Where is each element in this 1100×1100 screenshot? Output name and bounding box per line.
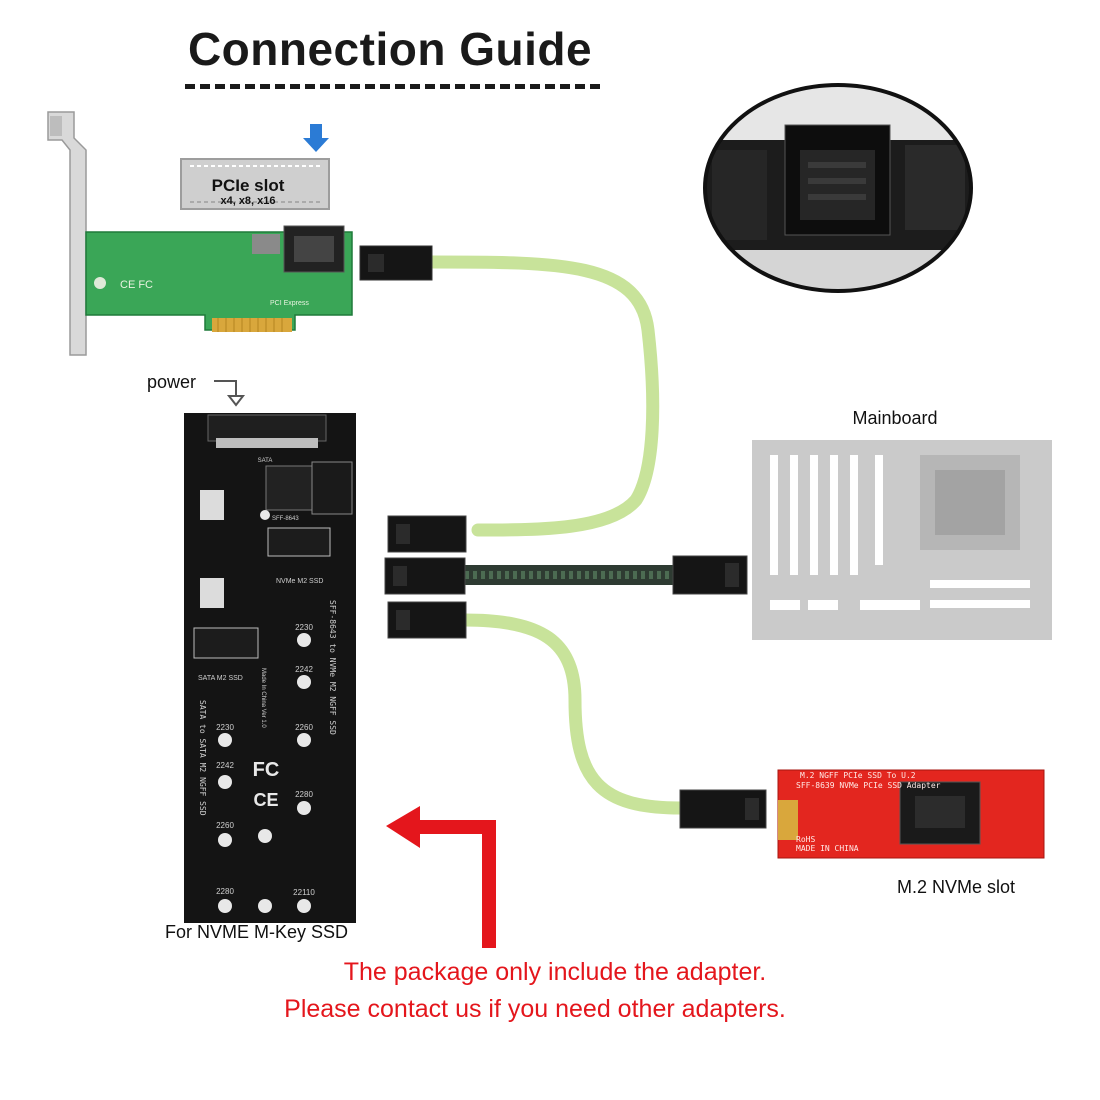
svg-text:PCI Express: PCI Express <box>270 300 309 307</box>
size-label-right: 2230 <box>295 623 313 632</box>
power-arrow-icon <box>214 380 246 407</box>
silk-side-right: SFF-8643 to NVMe M2 NGFF SSD <box>328 600 337 735</box>
title-underline <box>185 84 600 89</box>
pcie-slot-sub: x4, x8, x16 <box>220 195 275 207</box>
ce-mark: CE <box>253 790 278 810</box>
m2-slot-label: M.2 NVMe slot <box>897 877 1016 897</box>
red-card-line1: M.2 NGFF PCIe SSD To U.2 <box>800 771 916 780</box>
size-label-right: 22110 <box>293 888 315 897</box>
silk-made: Made In China Ver 1.0 <box>260 668 266 728</box>
power-label: power <box>147 372 197 392</box>
silk-sata: SATA <box>258 458 273 464</box>
cable-bottom <box>458 613 687 815</box>
m2-to-u2-red-card <box>679 769 1045 859</box>
fc-mark: FC <box>253 759 280 781</box>
cable-top <box>425 255 660 537</box>
cable-plug-3 <box>387 601 467 639</box>
mainboard-label: Mainboard <box>852 408 937 428</box>
cable-plug-1 <box>387 515 467 553</box>
red-card-rohs: RoHS <box>796 835 815 844</box>
red-card-line2: SFF-8639 NVMe PCIe SSD Adapter <box>796 781 941 790</box>
page-title: Connection Guide <box>187 23 593 75</box>
size-label-left: 2242 <box>216 761 234 770</box>
size-label-left: 2230 <box>216 723 234 732</box>
connector-closeup-inset <box>703 83 973 293</box>
silk-nvme: NVMe M2 SSD <box>276 578 323 585</box>
mainboard-illustration <box>672 440 1052 640</box>
pcie-adapter-card: CE FC PCI Express <box>47 111 353 356</box>
size-label-left: 2260 <box>216 821 234 830</box>
notice-line-2: Please contact us if you need other adap… <box>284 995 786 1023</box>
size-label-right: 2260 <box>295 723 313 732</box>
size-label-right: 2242 <box>295 665 313 674</box>
pcie-slot <box>180 158 330 210</box>
cable-plug-2 <box>384 557 466 595</box>
silk-sata-m2: SATA M2 SSD <box>198 675 243 682</box>
silk-side-left: SATA to SATA M2 NGFF SSD <box>198 700 207 816</box>
nvme-ssd-label: For NVME M-Key SSD <box>165 922 349 942</box>
cable-plug-top <box>359 245 433 281</box>
silk-sff: SFF-8643 <box>272 516 299 522</box>
nvme-sata-adapter-board <box>184 413 356 923</box>
size-label-right: 2280 <box>295 790 313 799</box>
red-card-made: MADE IN CHINA <box>796 844 859 853</box>
pcie-slot-label: PCIe slot <box>212 176 285 195</box>
red-arrow-icon <box>386 806 496 948</box>
svg-text:CE FC: CE FC <box>120 279 153 291</box>
arrow-down-icon <box>303 124 329 152</box>
size-label-left: 2280 <box>216 887 234 896</box>
notice-line-1: The package only include the adapter. <box>343 958 767 986</box>
